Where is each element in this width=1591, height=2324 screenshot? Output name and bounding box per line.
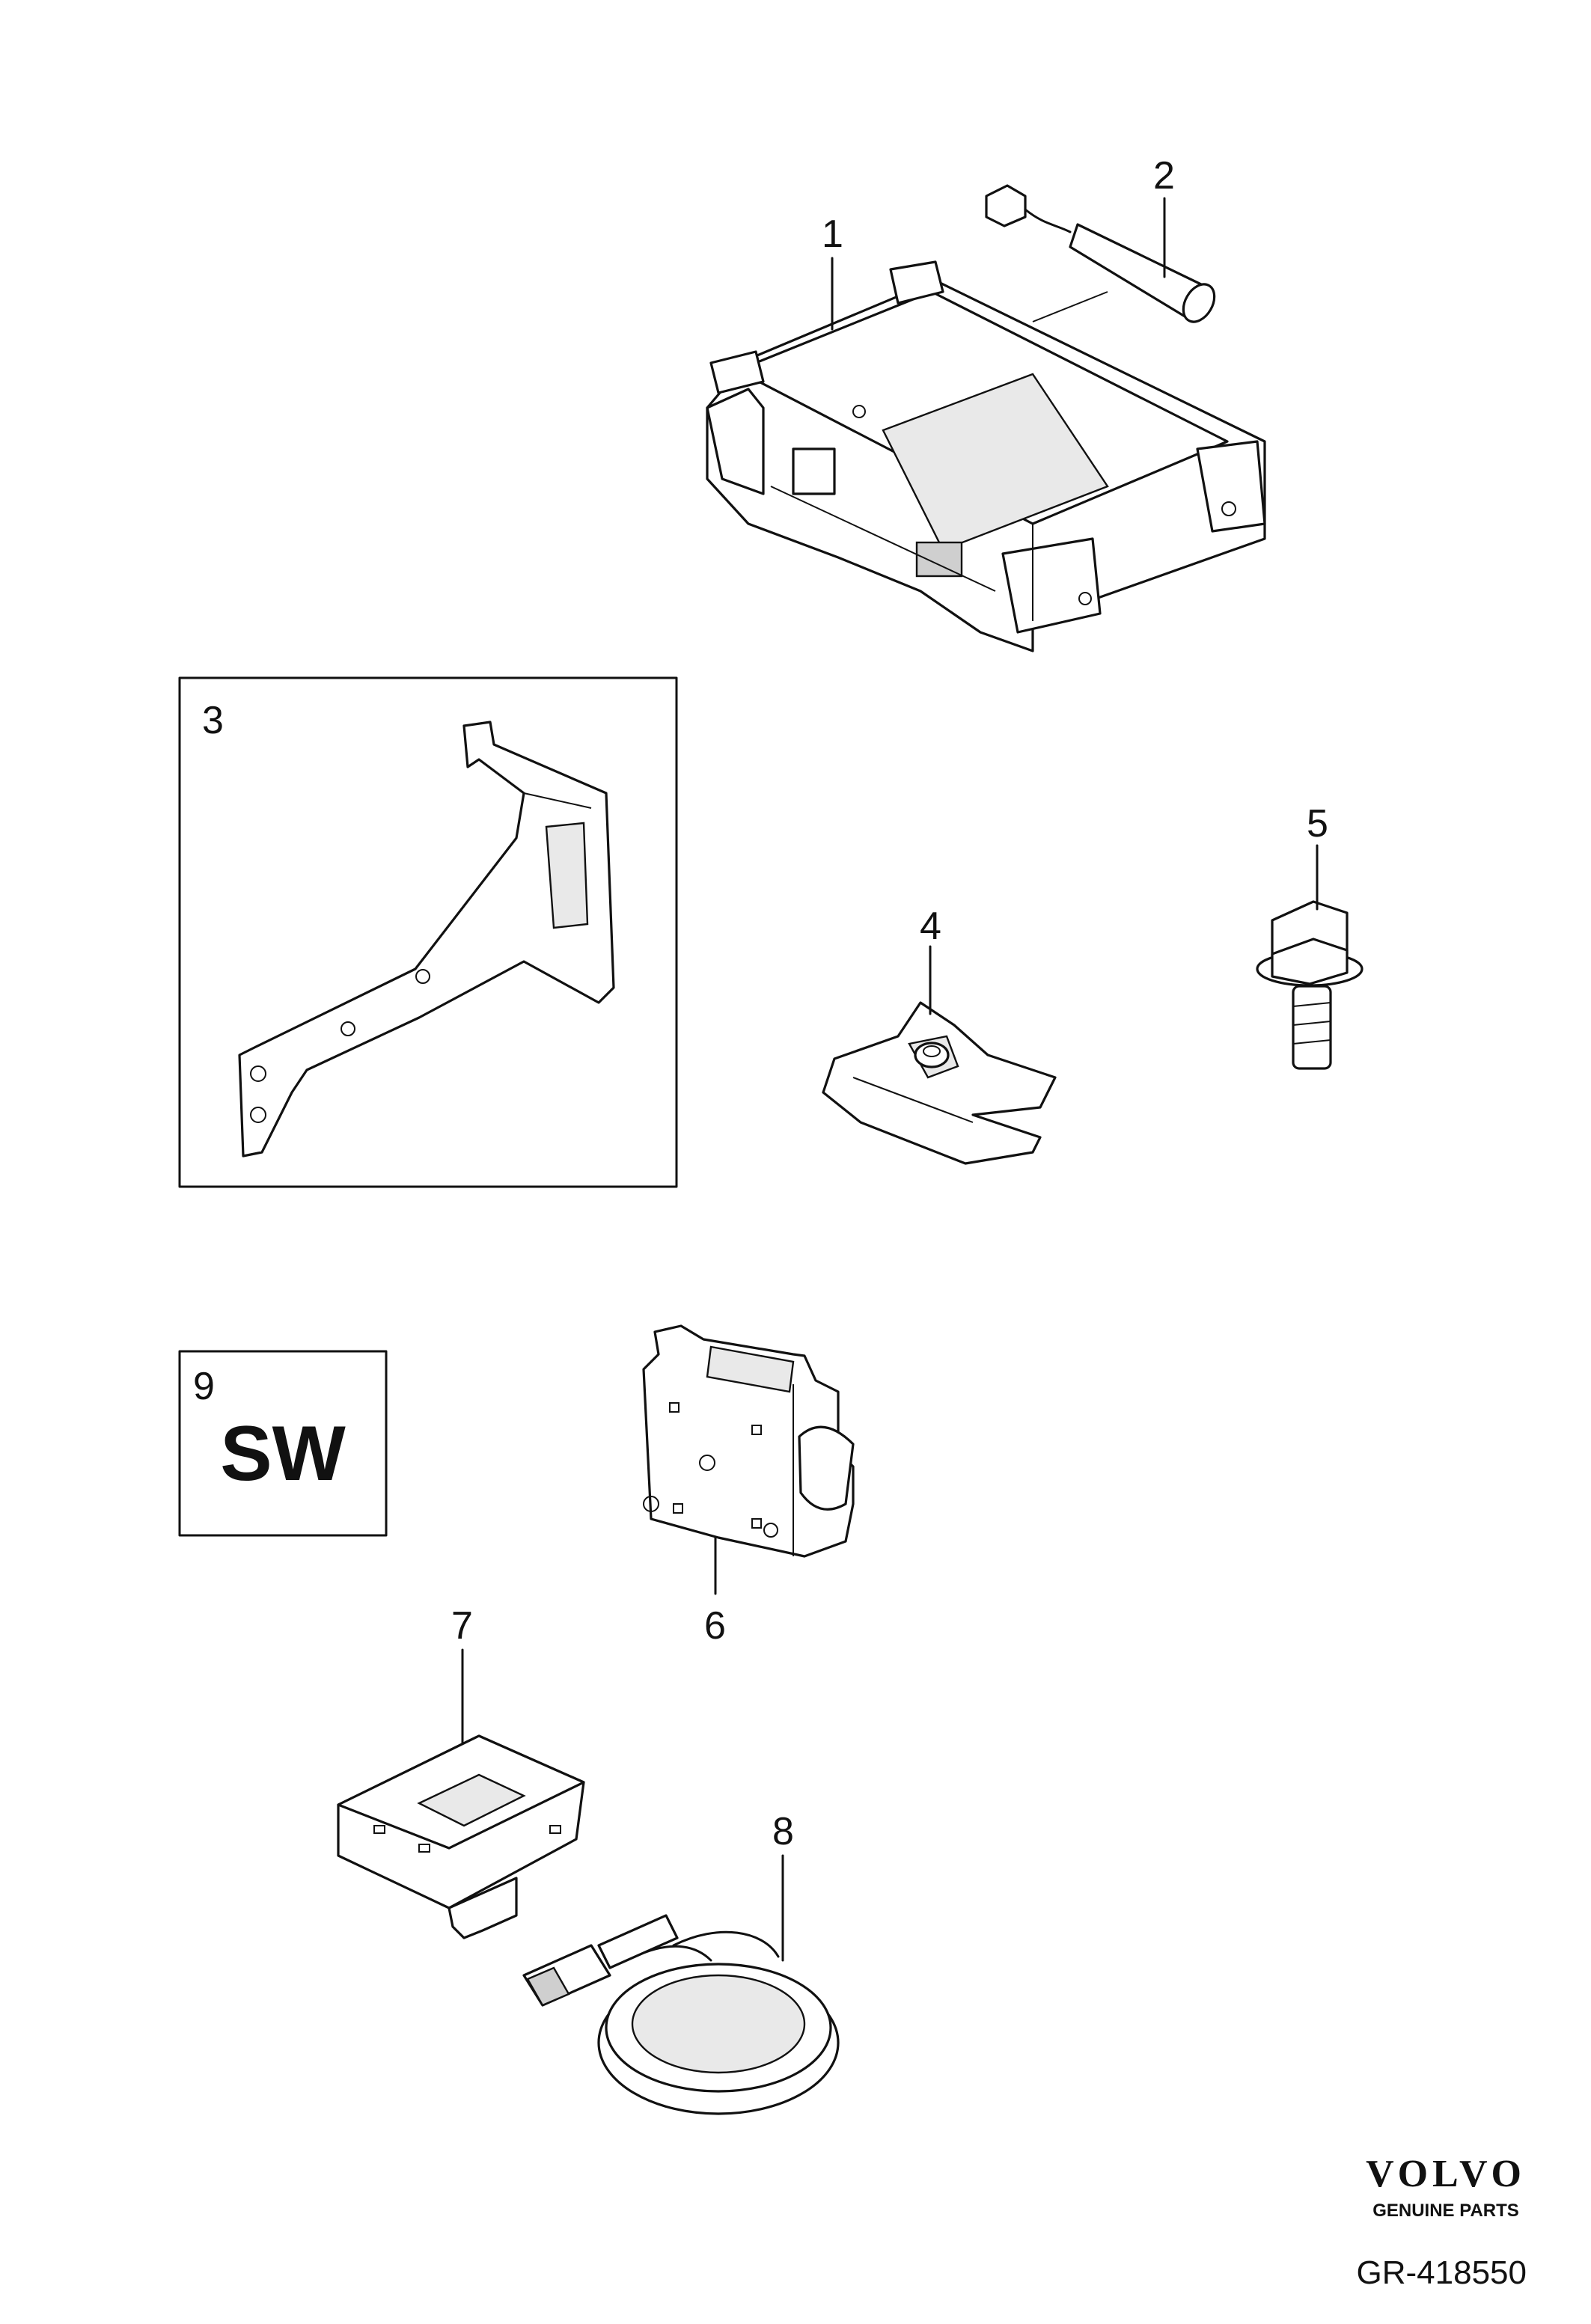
part-8-speaker[interactable] [522, 1914, 840, 2115]
callout-6[interactable]: 6 [704, 1604, 726, 1648]
part-7-control-unit[interactable] [337, 1734, 585, 1939]
part-3-frame [178, 676, 678, 1188]
callout-1[interactable]: 1 [822, 212, 843, 256]
callout-8[interactable]: 8 [772, 1810, 794, 1853]
brand-logo: VOLVO [1366, 2153, 1526, 2195]
diagram-reference: GR-418550 [1357, 2254, 1527, 2291]
part-1-control-module[interactable] [706, 260, 1266, 652]
callout-5[interactable]: 5 [1307, 802, 1328, 845]
callout-2[interactable]: 2 [1153, 154, 1175, 198]
part-9-frame [178, 1350, 388, 1537]
callout-3[interactable]: 3 [202, 699, 224, 742]
brand-tagline: GENUINE PARTS [1372, 2201, 1519, 2221]
part-6-holder[interactable] [642, 1324, 855, 1558]
part-3-bracket[interactable] [238, 721, 615, 1158]
software-label: SW [220, 1410, 346, 1497]
part-5-bolt[interactable] [1256, 900, 1364, 1070]
part-4-clip-nut[interactable] [822, 1001, 1057, 1165]
callout-7[interactable]: 7 [451, 1604, 473, 1648]
part-2-antenna[interactable] [985, 184, 1221, 327]
callout-4[interactable]: 4 [920, 905, 941, 948]
callout-9[interactable]: 9 [193, 1365, 215, 1408]
